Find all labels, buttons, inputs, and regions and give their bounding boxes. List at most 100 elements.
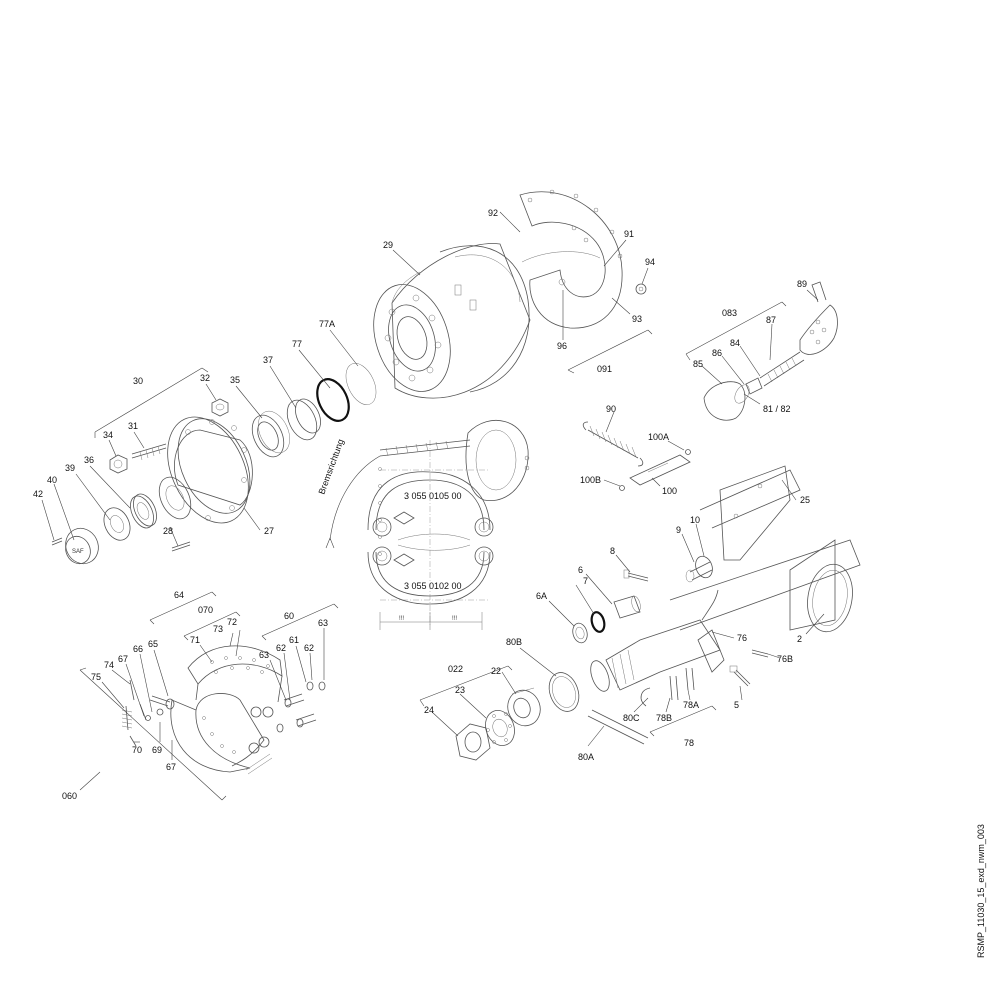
callout-67-upper: 67	[118, 654, 128, 664]
callout-75: 75	[91, 672, 101, 682]
callout-100A: 100A	[648, 432, 669, 442]
axle-spindle	[590, 589, 725, 692]
callout-083: 083	[722, 308, 737, 318]
callout-93: 93	[632, 314, 642, 324]
callout-67-lower: 67	[166, 762, 176, 772]
pin-28	[171, 541, 191, 552]
callout-78: 78	[684, 738, 694, 748]
callout-78A: 78A	[683, 700, 699, 710]
leader-lines	[41, 211, 825, 791]
callout-80C: 80C	[623, 713, 640, 723]
callout-73: 73	[213, 624, 223, 634]
shoe-part-number-lower: 3 055 0102 00	[404, 581, 462, 591]
oring-7	[590, 611, 606, 633]
callout-85: 85	[693, 359, 703, 369]
axle-beam	[669, 465, 861, 633]
callout-84: 84	[730, 338, 740, 348]
lock-ring-22	[507, 687, 541, 727]
callout-62-right: 62	[304, 643, 314, 653]
callout-80B: 80B	[506, 637, 522, 647]
callout-29: 29	[383, 240, 393, 250]
callout-10: 10	[690, 515, 700, 525]
callout-34: 34	[103, 430, 113, 440]
seal-80B	[548, 672, 580, 712]
callout-28: 28	[163, 526, 173, 536]
callout-32: 32	[200, 373, 210, 383]
callout-022: 022	[448, 664, 463, 674]
callout-60: 60	[284, 611, 294, 621]
callout-070: 070	[198, 605, 213, 615]
washer-23	[485, 710, 515, 746]
callout-91: 91	[624, 229, 634, 239]
callout-39: 39	[65, 463, 75, 473]
callout-63-right: 63	[318, 618, 328, 628]
spring-75	[121, 679, 135, 731]
callout-8: 8	[610, 546, 615, 556]
callout-24: 24	[424, 705, 434, 715]
callout-64: 64	[174, 590, 184, 600]
callout-40: 40	[47, 475, 57, 485]
shoe-part-number-upper: 3 055 0105 00	[404, 491, 462, 501]
callout-76B: 76B	[777, 654, 793, 664]
nut-34	[109, 454, 128, 474]
pin-70	[129, 735, 137, 747]
callout-35: 35	[230, 375, 240, 385]
ring-80C	[640, 687, 651, 707]
seal-rings	[286, 363, 377, 441]
hose-80A	[587, 709, 649, 745]
callout-92: 92	[488, 208, 498, 218]
callout-65: 65	[148, 639, 158, 649]
callout-81-82: 81 / 82	[763, 404, 791, 414]
callout-72: 72	[227, 617, 237, 627]
screw-76B	[751, 649, 769, 658]
dust-shield	[519, 189, 623, 329]
callout-30: 30	[133, 376, 143, 386]
wheel-hub	[158, 416, 253, 524]
callout-62-left: 62	[276, 643, 286, 653]
callout-66: 66	[133, 644, 143, 654]
brake-shoe-upper	[187, 645, 283, 718]
callout-100: 100	[662, 486, 677, 496]
callout-7: 7	[583, 576, 588, 586]
pin-66-67	[139, 703, 164, 721]
callout-5: 5	[734, 700, 739, 710]
callout-61: 61	[289, 635, 299, 645]
callout-96: 96	[557, 341, 567, 351]
bushing-6	[613, 595, 641, 619]
svg-text:SAF: SAF	[72, 549, 84, 555]
callout-37: 37	[263, 355, 273, 365]
callout-63-left: 63	[259, 650, 269, 660]
callout-27: 27	[264, 526, 274, 536]
brake-direction-label: Bremsrichtung	[316, 438, 345, 496]
callout-77A: 77A	[319, 319, 335, 329]
wheel-stud-31	[131, 443, 167, 461]
screw-8	[623, 569, 649, 582]
drawing-id: RSMP_11030_15_exd_nwm_003	[976, 824, 986, 958]
callout-42: 42	[33, 489, 43, 499]
callout-76: 76	[737, 633, 747, 643]
group-brackets	[79, 301, 787, 801]
brake-assembly-view	[325, 420, 530, 630]
callout-9: 9	[676, 525, 681, 535]
callout-89: 89	[797, 279, 807, 289]
plug-94	[635, 283, 647, 295]
callout-80A: 80A	[578, 752, 594, 762]
callout-6: 6	[578, 565, 583, 575]
rollers-62-63	[276, 681, 326, 733]
callout-100B: 100B	[580, 475, 601, 485]
brake-shoe-lower	[170, 693, 273, 775]
callout-36: 36	[84, 455, 94, 465]
callout-87: 87	[766, 315, 776, 325]
callout-78B: 78B	[656, 713, 672, 723]
callout-2: 2	[797, 634, 802, 644]
gasket-39	[103, 507, 131, 541]
dimension-mark-right: !!!	[452, 616, 457, 622]
callout-94: 94	[645, 257, 655, 267]
callout-060: 060	[62, 791, 77, 801]
callout-labels: 29 92 91 94 93 96 091 77A 77 37 35 32 30…	[33, 208, 810, 801]
callout-77: 77	[292, 339, 302, 349]
bolt-5	[729, 665, 751, 687]
ring-6A	[572, 622, 588, 644]
callout-091: 091	[597, 364, 612, 374]
anchor-plate-100	[619, 449, 691, 491]
